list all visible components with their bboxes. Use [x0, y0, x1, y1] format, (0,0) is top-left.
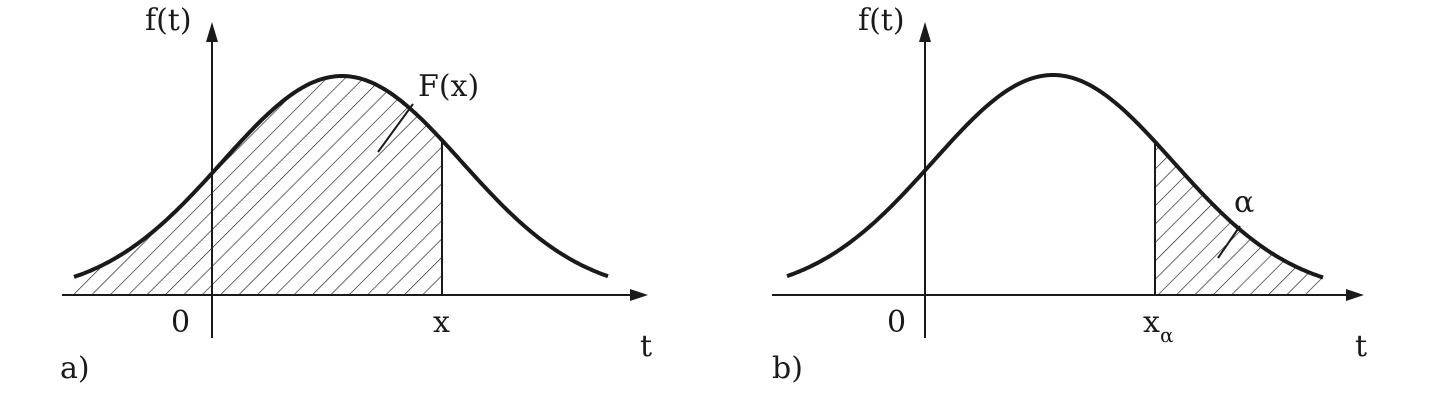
panel-b-origin-label: 0 — [887, 305, 906, 340]
panel-b-bound-label: x — [1143, 305, 1160, 340]
panel-a-t-axis-arrowhead — [630, 289, 648, 301]
panel-a-density-curve — [73, 74, 609, 279]
panel-b-f-axis-arrowhead — [919, 22, 931, 42]
panel-a-bound-label: x — [433, 305, 450, 340]
panel-b-panel-label: b) — [772, 351, 803, 386]
panel-a-y-axis-label: f(t) — [145, 3, 192, 38]
panel-a-f-axis-arrowhead — [206, 22, 218, 42]
panel-b-t-axis-arrowhead — [1346, 289, 1364, 301]
panel-b-area-label: α — [1234, 185, 1254, 220]
panel-b-bound-label-subscript: α — [1160, 323, 1174, 347]
panel-a-t-axis-label: t — [640, 329, 652, 364]
panel-b-density-curve — [786, 73, 1324, 280]
panel-b-t-axis-label: t — [1355, 329, 1367, 364]
panel-a-origin-label: 0 — [171, 305, 190, 340]
panel-b-y-axis-label: f(t) — [858, 3, 905, 38]
panel-a-panel-label: a) — [60, 351, 90, 386]
panel-a-area-leader-line — [377, 103, 414, 153]
panel-b-area-leader-line — [1217, 225, 1241, 259]
panel-a-area-label: F(x) — [418, 69, 479, 104]
